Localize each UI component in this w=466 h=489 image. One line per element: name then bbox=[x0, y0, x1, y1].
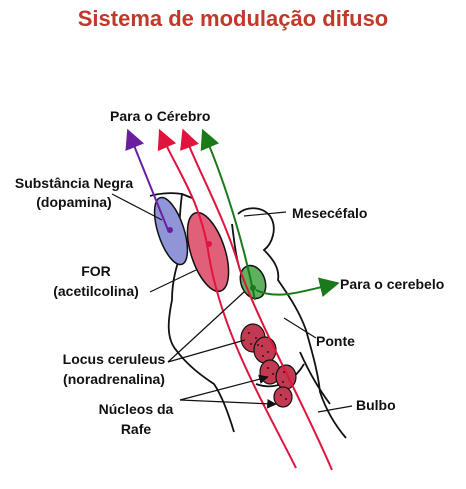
locus-ceruleus-nucleus bbox=[239, 264, 267, 300]
diagram-title: Sistema de modulação difuso bbox=[77, 6, 389, 31]
label-substancia-negra: Substância Negra bbox=[15, 175, 133, 191]
purple-projection-arrow bbox=[125, 128, 169, 231]
leader-rafe-b bbox=[179, 398, 277, 409]
leader-ponte bbox=[283, 317, 317, 339]
raphe-nuclei bbox=[240, 323, 297, 408]
leader-for bbox=[149, 269, 197, 293]
leader-locus bbox=[167, 291, 245, 363]
label-noradrenalina: (noradrenalina) bbox=[63, 371, 165, 387]
label-for: FOR bbox=[81, 263, 111, 279]
label-acetilcolina: (acetilcolina) bbox=[53, 283, 139, 299]
label-ponte: Ponte bbox=[316, 333, 355, 349]
leader-mesencefalo bbox=[243, 211, 287, 217]
label-para-cerebro: Para o Cérebro bbox=[110, 108, 210, 124]
label-mesencefalo: Mesecéfalo bbox=[292, 205, 367, 221]
label-locus-ceruleus: Locus ceruleus bbox=[63, 351, 166, 367]
green-projection-arrow bbox=[200, 128, 256, 301]
nucleus-center-dots bbox=[167, 227, 256, 291]
label-dopamina: (dopamina) bbox=[36, 194, 111, 210]
green-cerebellum-arrow bbox=[255, 277, 340, 298]
label-nucleos-da: Núcleos da bbox=[99, 401, 174, 417]
leader-bulbo bbox=[317, 405, 353, 413]
leader-locus-b bbox=[167, 339, 246, 363]
red-projection-arrow-right bbox=[180, 128, 333, 471]
label-para-cerebelo: Para o cerebelo bbox=[340, 276, 444, 292]
leader-substancia bbox=[111, 193, 163, 221]
leader-rafe-a bbox=[179, 374, 269, 401]
label-rafe: Rafe bbox=[121, 421, 152, 437]
red-projection-arrow-left bbox=[157, 128, 297, 469]
label-bulbo: Bulbo bbox=[356, 397, 396, 413]
